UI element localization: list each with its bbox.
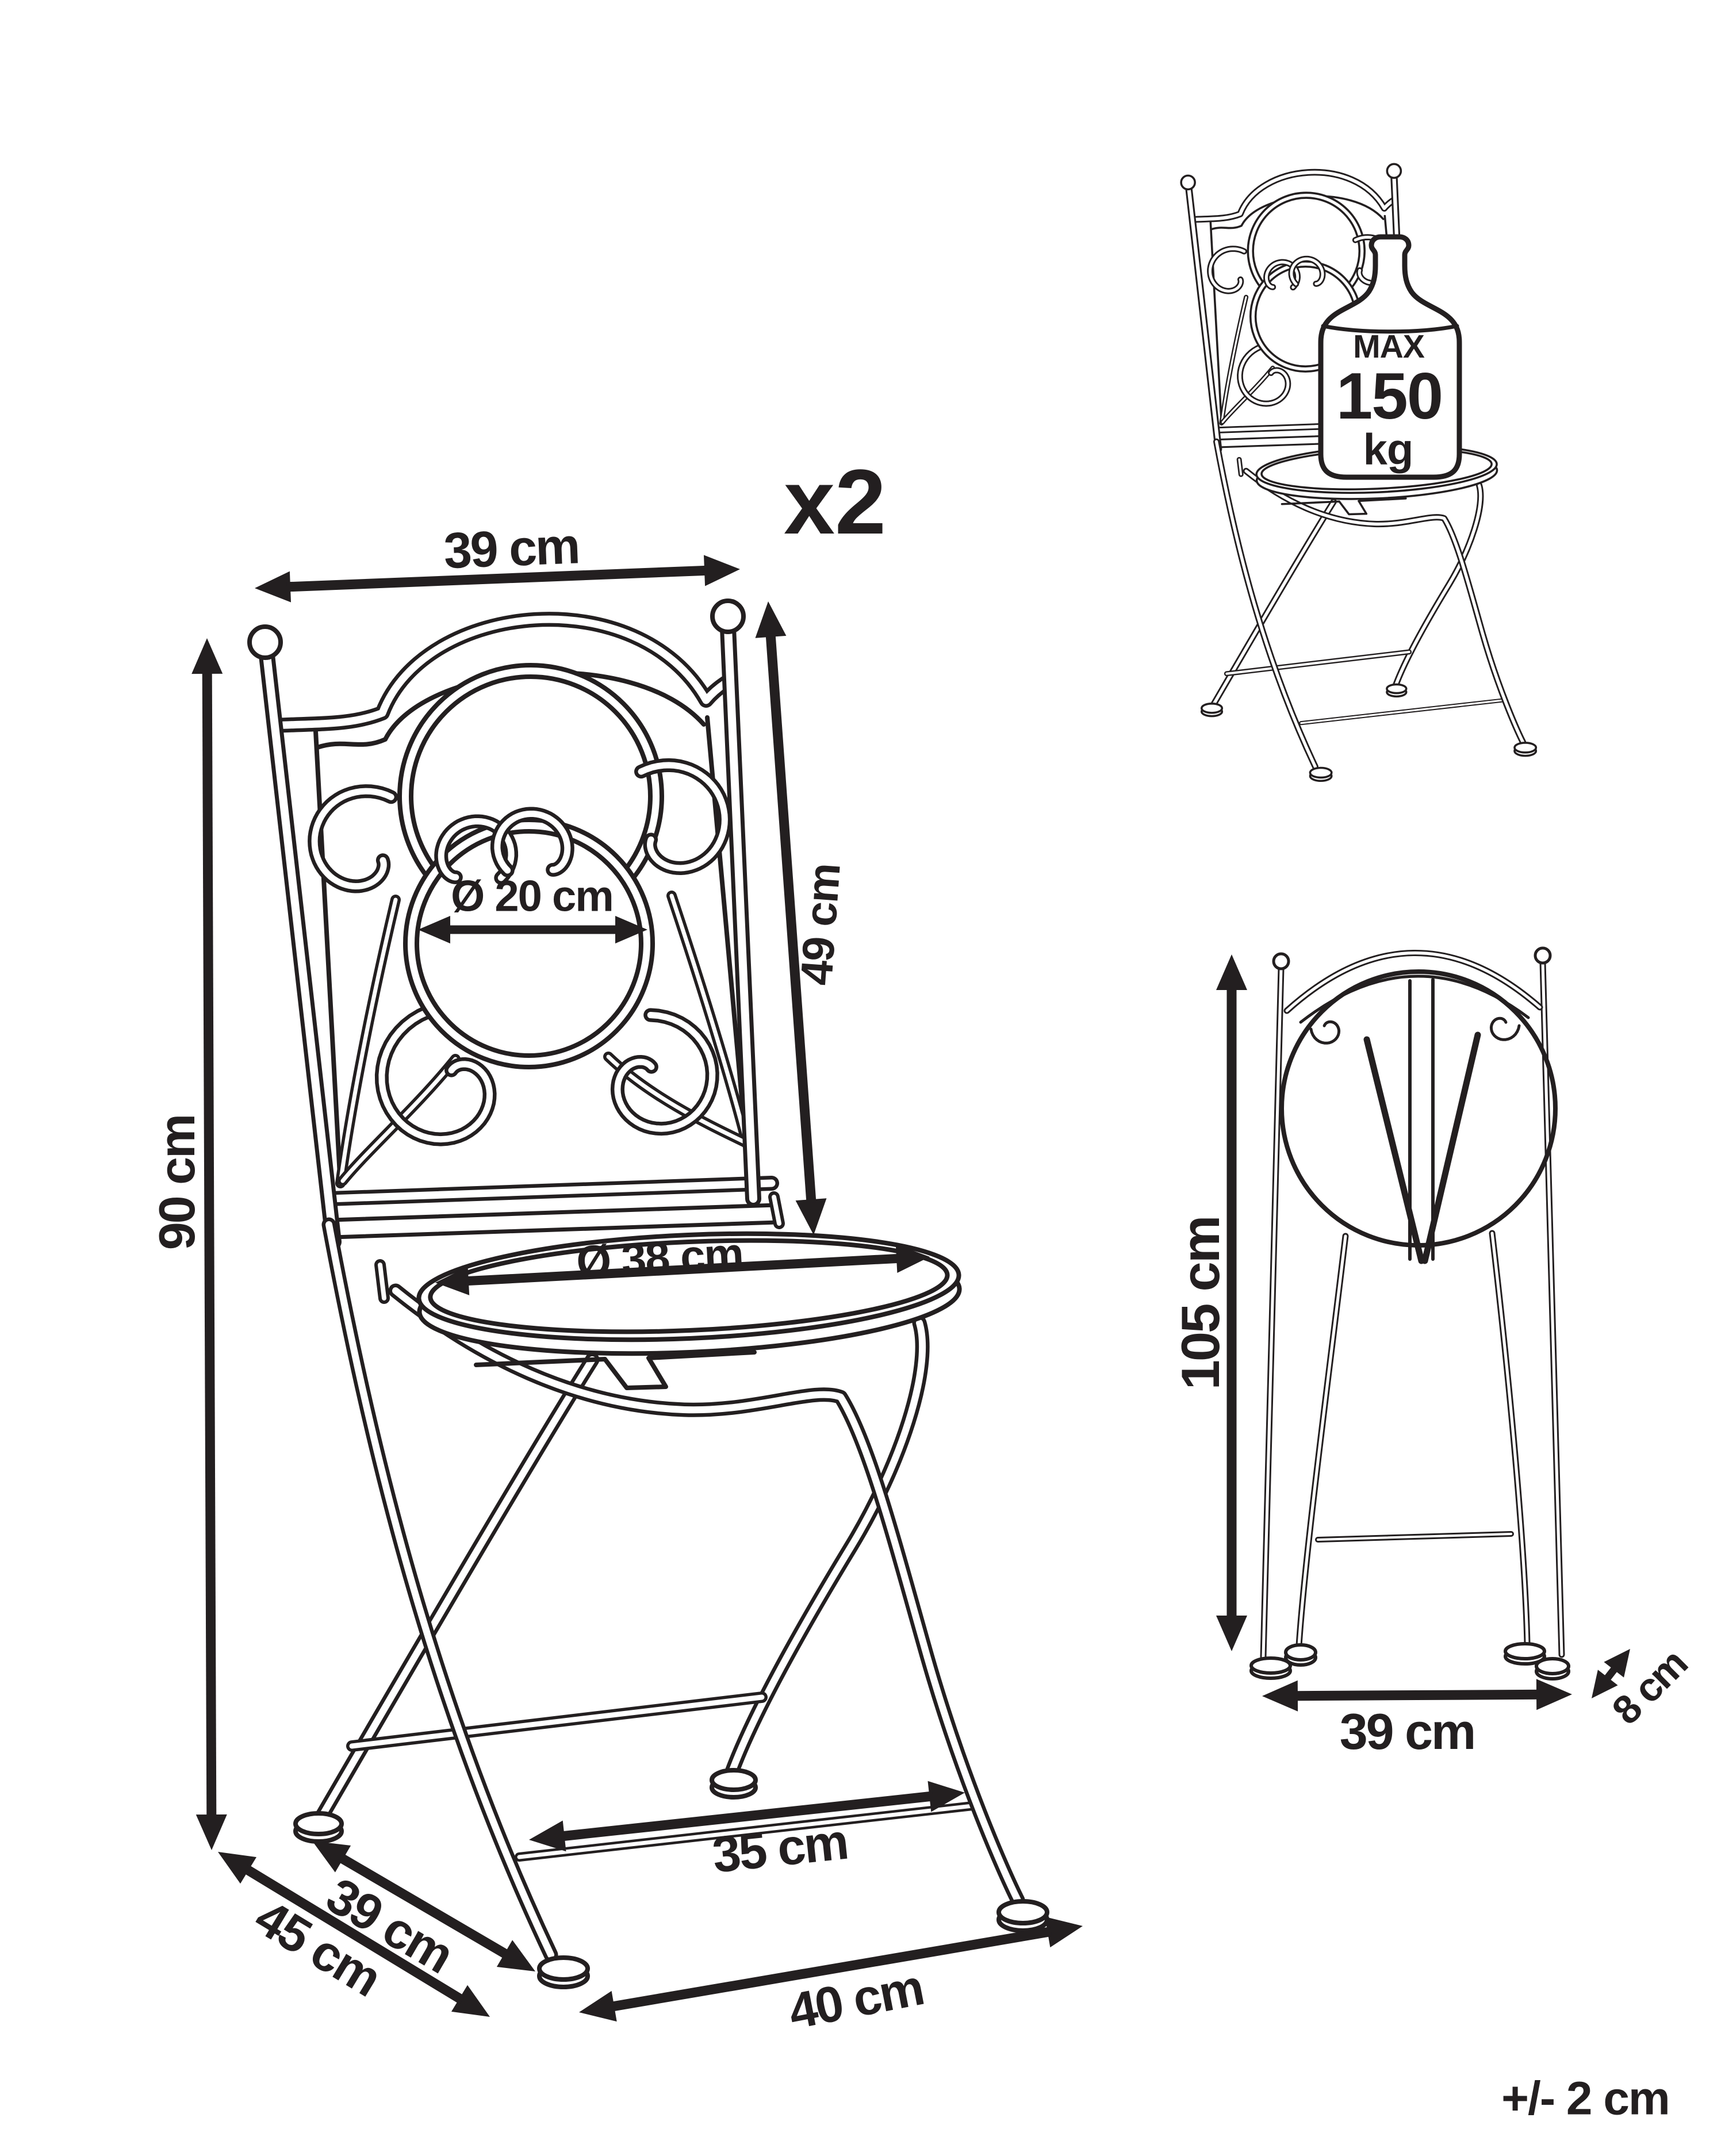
svg-text:Ø 20 cm: Ø 20 cm <box>451 872 613 921</box>
svg-text:x2: x2 <box>784 450 886 553</box>
svg-text:39 cm: 39 cm <box>1340 1703 1475 1760</box>
svg-text:MAX: MAX <box>1353 328 1425 365</box>
svg-text:150: 150 <box>1336 360 1442 433</box>
svg-text:49 cm: 49 cm <box>791 862 850 987</box>
svg-text:Ø 38 cm: Ø 38 cm <box>575 1228 744 1287</box>
svg-text:kg: kg <box>1363 425 1413 474</box>
svg-text:90 cm: 90 cm <box>148 1115 205 1250</box>
svg-text:35 cm: 35 cm <box>710 1813 850 1883</box>
svg-text:105 cm: 105 cm <box>1170 1217 1230 1390</box>
svg-text:+/- 2 cm: +/- 2 cm <box>1501 2073 1669 2125</box>
svg-text:39 cm: 39 cm <box>443 517 580 579</box>
